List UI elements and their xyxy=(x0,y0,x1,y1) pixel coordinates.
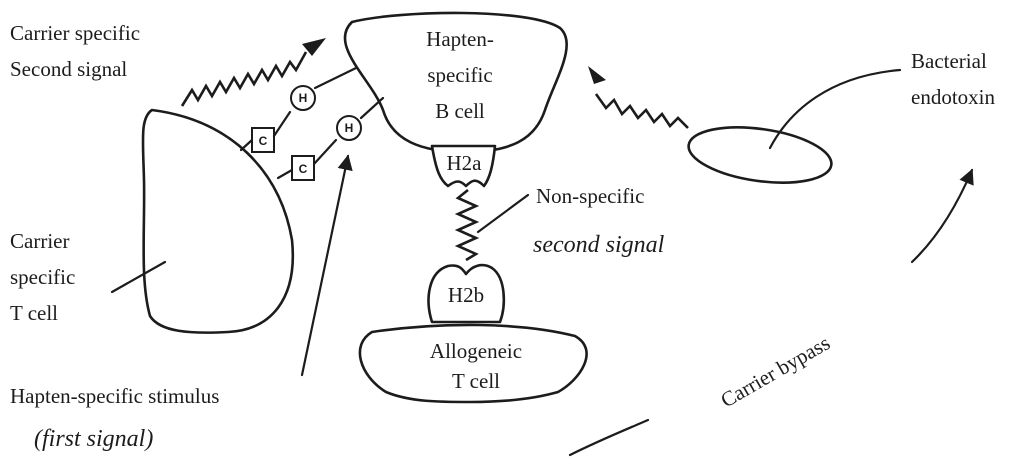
bacterial-label-line2: endotoxin xyxy=(911,85,995,109)
first-signal-label: (first signal) xyxy=(34,426,153,452)
b-cell-label-line1: Hapten- xyxy=(426,27,494,51)
h2b-label: H2b xyxy=(448,283,484,307)
upper-receptor-line xyxy=(315,68,356,88)
endotoxin-arrow-head xyxy=(588,66,606,84)
carrier-bypass-curve-lower xyxy=(570,420,648,455)
h2-zigzag-signal xyxy=(458,190,476,260)
carrier-bypass-label: Carrier bypass xyxy=(717,331,835,413)
lower-carrier-symbol: C xyxy=(299,162,308,176)
lower-hapten-symbol: H xyxy=(345,121,354,135)
upper-link-line xyxy=(241,140,252,150)
carrier-bypass-curve-upper xyxy=(912,170,972,262)
lower-receptor-line xyxy=(361,98,383,118)
upper-carrier-symbol: C xyxy=(259,134,268,148)
allogeneic-label-line1: Allogeneic xyxy=(430,339,522,363)
nonspecific-label-line2: second signal xyxy=(533,232,665,258)
hapten-stimulus-label: Hapten-specific stimulus xyxy=(10,384,219,408)
endotoxin-zigzag-signal xyxy=(596,94,688,128)
t-cell-label-line3: T cell xyxy=(10,301,58,325)
bacterial-label-line1: Bacterial xyxy=(911,49,987,73)
allogeneic-label-line2: T cell xyxy=(452,369,500,393)
h2a-label: H2a xyxy=(447,151,483,175)
nonspecific-pointer-line xyxy=(478,195,528,232)
carrier-signal-label-line2: Second signal xyxy=(10,57,127,81)
t-cell-label-line1: Carrier xyxy=(10,229,69,253)
upper-bridge-line xyxy=(274,112,290,136)
upper-hapten-symbol: H xyxy=(299,91,308,105)
bacterial-endotoxin-shape xyxy=(685,119,835,191)
b-cell-label-line2: specific xyxy=(427,63,492,87)
lower-link-line xyxy=(278,170,292,178)
t-cell-label-line2: specific xyxy=(10,265,75,289)
carrier-zigzag-signal xyxy=(182,52,306,106)
nonspecific-label-line1: Non-specific xyxy=(536,184,644,208)
carrier-signal-label-line1: Carrier specific xyxy=(10,21,140,45)
stimulus-pointer-line xyxy=(302,156,348,375)
lower-bridge-line xyxy=(314,140,336,164)
b-cell-label-line3: B cell xyxy=(435,99,485,123)
